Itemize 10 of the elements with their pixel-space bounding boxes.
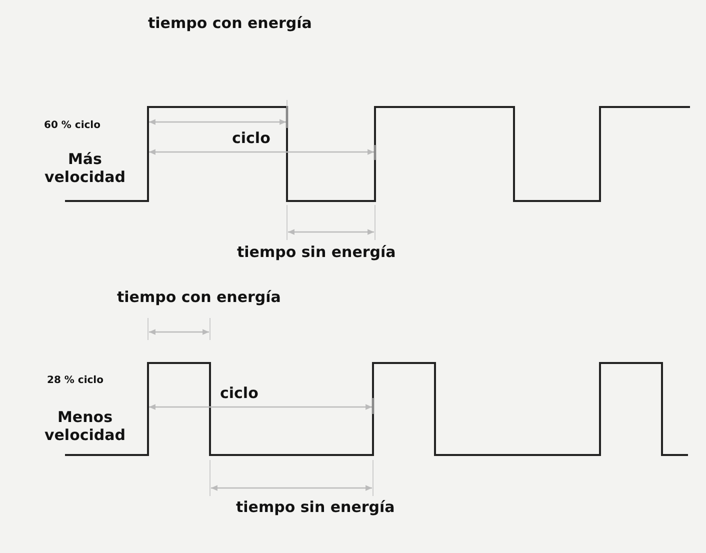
cycle-label: ciclo (232, 129, 270, 147)
dimension-label: tiempo con energía (148, 14, 312, 32)
dimension-label: tiempo con energía (117, 288, 281, 306)
speed-label: Más velocidad (43, 150, 127, 186)
cycle-label: ciclo (220, 384, 258, 402)
dimension-label: tiempo sin energía (237, 243, 396, 261)
speed-label: Menos velocidad (43, 408, 127, 444)
dimension-label: tiempo sin energía (236, 498, 395, 516)
duty-cycle-label: 28 % ciclo (47, 375, 104, 387)
duty-cycle-label: 60 % ciclo (44, 120, 100, 132)
